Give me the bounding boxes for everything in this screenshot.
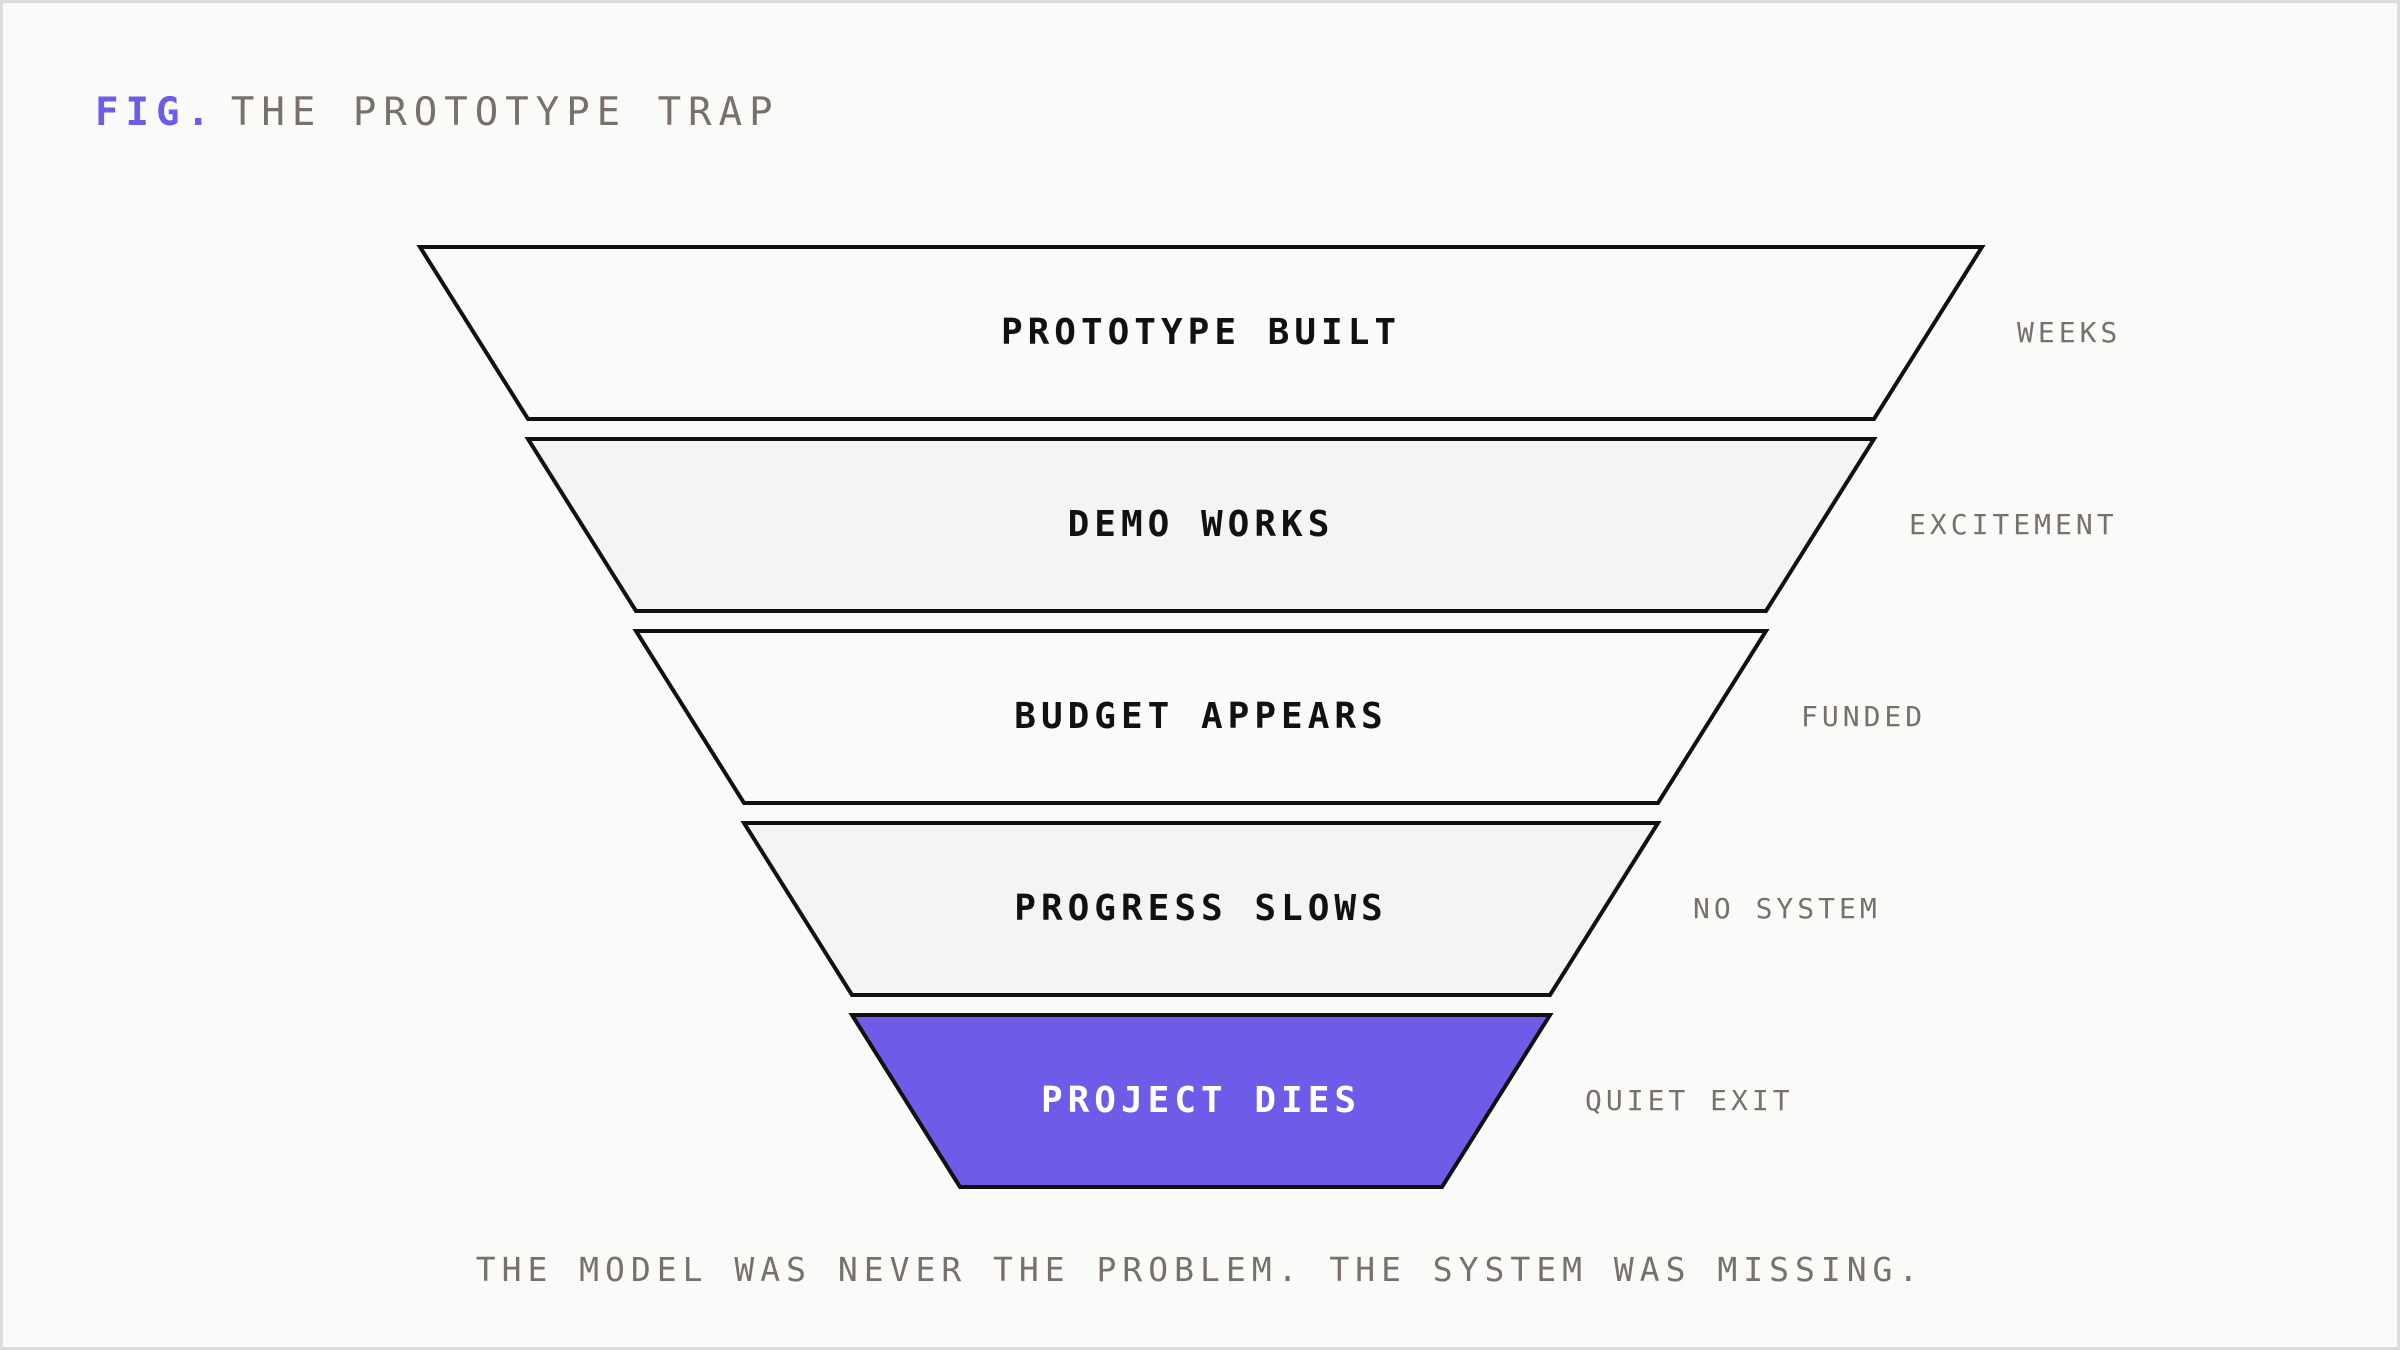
funnel-stage-note: FUNDED: [1801, 700, 1926, 733]
funnel-stage: PROJECT DIES QUIET EXIT: [848, 1013, 1794, 1189]
figure-label: FIG.: [95, 90, 217, 135]
funnel-stage-shape: [416, 245, 1986, 421]
funnel-stage: PROGRESS SLOWS NO SYSTEM: [740, 821, 1881, 997]
funnel-diagram: PROTOTYPE BUILT WEEKS DEMO WORKS EXCITEMENT…: [416, 245, 2121, 1189]
funnel-stage-label: DEMO WORKS: [1068, 504, 1335, 545]
funnel-stage-label: PROJECT DIES: [1041, 1080, 1361, 1121]
funnel-stage-shape: [740, 821, 1662, 997]
funnel-stage-label: PROGRESS SLOWS: [1014, 888, 1387, 929]
funnel-stage-shape: [632, 629, 1770, 805]
figure-caption: THE MODEL WAS NEVER THE PROBLEM. THE SYS…: [475, 1250, 1925, 1289]
funnel-stage-note: EXCITEMENT: [1909, 508, 2118, 541]
funnel-stage-note: WEEKS: [2017, 316, 2121, 349]
funnel-stage-shape: [848, 1013, 1554, 1189]
funnel-stage: BUDGET APPEARS FUNDED: [632, 629, 1926, 805]
figure-title: FIG. THE PROTOTYPE TRAP: [95, 89, 780, 137]
funnel-stage-note: NO SYSTEM: [1693, 892, 1881, 925]
figure-frame: FIG. THE PROTOTYPE TRAP PROTOTYPE BUILT WE…: [3, 3, 2397, 1347]
funnel-stage: PROTOTYPE BUILT WEEKS: [416, 245, 2121, 421]
funnel-stage: DEMO WORKS EXCITEMENT: [524, 437, 2118, 613]
funnel-stage-shape: [524, 437, 1878, 613]
funnel-stage-label: PROTOTYPE BUILT: [1001, 312, 1401, 353]
funnel-stage-note: QUIET EXIT: [1585, 1084, 1794, 1117]
figure-title-text: THE PROTOTYPE TRAP: [230, 90, 780, 135]
funnel-stage-label: BUDGET APPEARS: [1014, 696, 1387, 737]
